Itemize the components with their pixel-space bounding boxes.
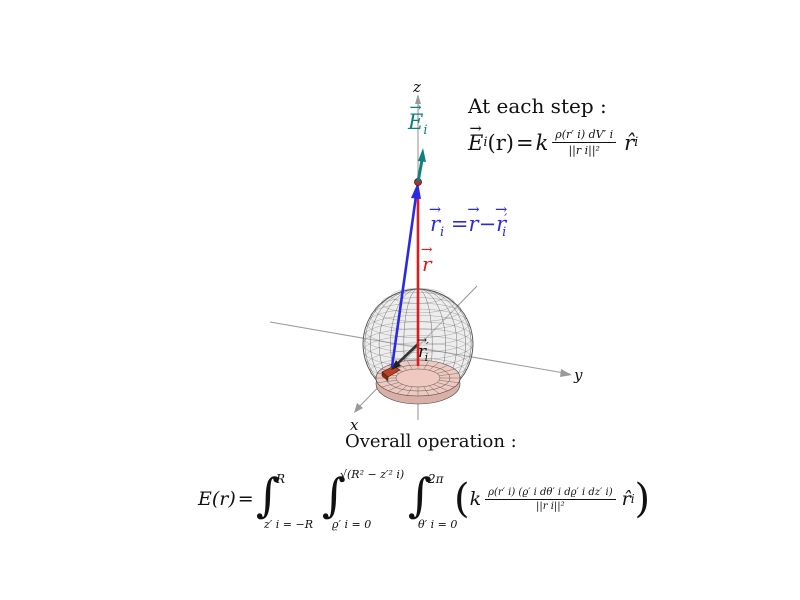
ri-lhs: r [430, 212, 440, 236]
disk-radial [388, 384, 403, 391]
int3-lower: θ′ i = 0 [418, 518, 458, 531]
disk-radial [437, 382, 455, 388]
open-paren: ( [454, 476, 470, 522]
Ei-vector [416, 148, 426, 183]
step-denominator: ||r i||² [568, 144, 600, 157]
disk-radial [377, 380, 397, 383]
ri-equation-label: ri =r−r′i [430, 212, 507, 241]
overall-k: k [469, 488, 482, 510]
overall-heading: Overall operation : [345, 431, 517, 452]
int1-lower: z′ i = −R [264, 518, 314, 531]
ri-r: r [469, 212, 479, 236]
x-axis-label: x [350, 416, 359, 434]
overall-numerator: ρ(r′ i) (ϱ′ i dθ′ i dϱ′ i dz′ i) [485, 487, 616, 500]
Ei-subscript: i [423, 123, 428, 139]
y-arrowhead [560, 369, 572, 377]
disk-radial [428, 385, 440, 394]
step-lhs: E [468, 131, 483, 155]
overall-fraction: ρ(r′ i) (ϱ′ i dθ′ i dϱ′ i dz′ i) ||r i||… [485, 487, 616, 512]
ri-rprime: r [496, 212, 506, 236]
integration-disk [375, 359, 461, 405]
z-axis-label: z [413, 78, 421, 96]
disk-radial [433, 365, 448, 372]
r-prime-symbol: r [418, 342, 426, 362]
step-rhat-sub: i [634, 135, 639, 150]
integral-1: ∫ [256, 468, 280, 522]
disk-radial [439, 373, 459, 376]
int3-upper: 2π [428, 472, 444, 486]
int2-lower: ϱ′ i = 0 [332, 518, 372, 531]
overall-lhs: E(r)= [198, 488, 254, 510]
r-prime-mark: ′ [426, 340, 429, 353]
overall-denominator: ||r i||² [536, 500, 565, 512]
step-heading: At each step : [468, 94, 607, 118]
ri-lhs-sub: i [440, 225, 445, 241]
close-paren: ) [634, 476, 651, 522]
r-prime-sub: i [424, 351, 429, 365]
integral-3: ∫ [408, 468, 432, 522]
int1-upper: R [276, 472, 286, 486]
step-lhs-arg: (r) [487, 130, 514, 155]
r-label: r [422, 252, 432, 276]
overall-formula: E(r)= ∫ R z′ i = −R ∫ √(R² − z′² i) ϱ′ i… [198, 462, 668, 542]
ri-vector [390, 182, 421, 368]
r-prime-label: r′i [418, 340, 429, 365]
overall-lhs-text: E(r) [198, 488, 236, 510]
y-axis-label: y [574, 366, 583, 384]
disk-radial [406, 386, 413, 396]
disk-radial [433, 384, 448, 391]
r-symbol: r [422, 252, 432, 276]
disk-radial [381, 382, 399, 388]
volume-element [381, 365, 401, 382]
overall-rhat-sub: i [630, 492, 635, 506]
r-prime-vector [391, 343, 419, 370]
step-k: k [535, 130, 549, 155]
step-lhs-sub: i [483, 135, 488, 150]
overall-eq: = [237, 488, 254, 510]
overall-rhat: r̂ [621, 488, 631, 510]
step-rhat: r̂ [624, 130, 635, 155]
x-arrowhead [354, 403, 363, 413]
integrand: ( k ρ(r′ i) (ϱ′ i dθ′ i dϱ′ i dz′ i) ||r… [454, 476, 650, 522]
step-fraction: ρ(r′ i) dV′ i ||r i||² [552, 128, 617, 157]
disk-radial [423, 386, 430, 396]
disk-radial [396, 385, 408, 394]
ri-eq-sign: = [450, 212, 469, 236]
Ei-label: Ei [408, 110, 428, 138]
Ei-symbol: E [408, 110, 423, 134]
disk-radial [423, 360, 430, 370]
step-numerator: ρ(r′ i) dV′ i [552, 128, 617, 143]
ri-minus: − [478, 212, 497, 236]
step-formula: Ei (r) = k ρ(r′ i) dV′ i ||r i||² r̂i [468, 128, 638, 157]
disk-radial [406, 360, 413, 370]
disk-radial [437, 368, 455, 374]
int2-upper: √(R² − z′² i) [340, 468, 405, 481]
integral-2: ∫ [322, 468, 346, 522]
disk-radial [428, 362, 440, 371]
disk-radial [439, 380, 459, 383]
step-eq: = [515, 130, 534, 155]
